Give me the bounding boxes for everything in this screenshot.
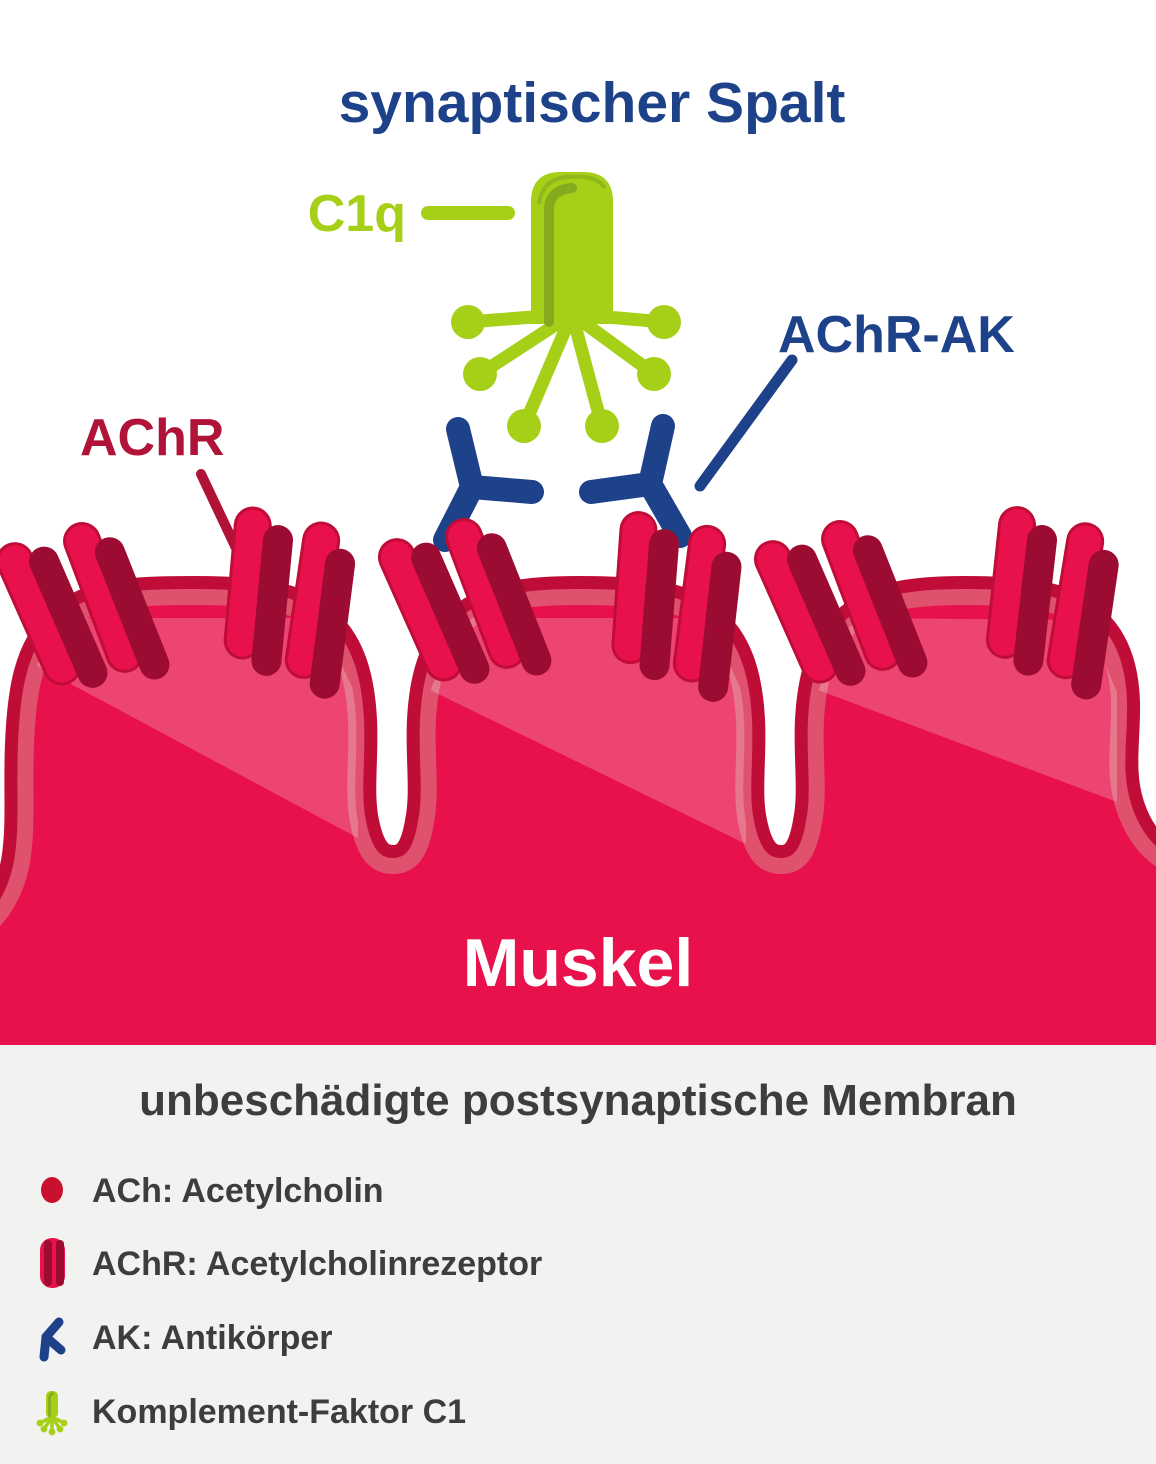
legend-label: AChR: Acetylcholinrezeptor xyxy=(92,1245,542,1283)
complement-c1q-icon xyxy=(451,172,681,443)
ach-dot-icon xyxy=(41,1177,63,1203)
antibody-right-icon xyxy=(579,414,692,548)
achr-receptor-icon xyxy=(40,1238,65,1288)
legend-label: AK: Antikörper xyxy=(92,1319,333,1357)
achr-pointer-line xyxy=(196,469,241,553)
legend-item-ak: AK: Antikörper xyxy=(39,1317,333,1362)
legend-panel xyxy=(0,1045,1156,1464)
ak-antibody-icon xyxy=(39,1317,66,1362)
legend-label: Komplement-Faktor C1 xyxy=(92,1393,466,1431)
c1q-label: C1q xyxy=(308,185,406,243)
legend-label: ACh: Acetylcholin xyxy=(92,1172,384,1210)
achr-ak-label: AChR-AK xyxy=(778,306,1015,364)
complement-factor-icon xyxy=(36,1391,68,1436)
muscle-label: Muskel xyxy=(463,925,694,1001)
membrane-caption: unbeschädigte postsynaptische Membran xyxy=(139,1076,1017,1125)
legend-item-ach: ACh: Acetylcholin xyxy=(41,1172,384,1210)
legend-item-achr: AChR: Acetylcholinrezeptor xyxy=(40,1238,542,1288)
achr-ak-pointer-line xyxy=(694,354,798,492)
legend-item-c1: Komplement-Faktor C1 xyxy=(36,1391,466,1436)
page-title: synaptischer Spalt xyxy=(339,71,846,135)
achr-label: AChR xyxy=(80,409,224,467)
